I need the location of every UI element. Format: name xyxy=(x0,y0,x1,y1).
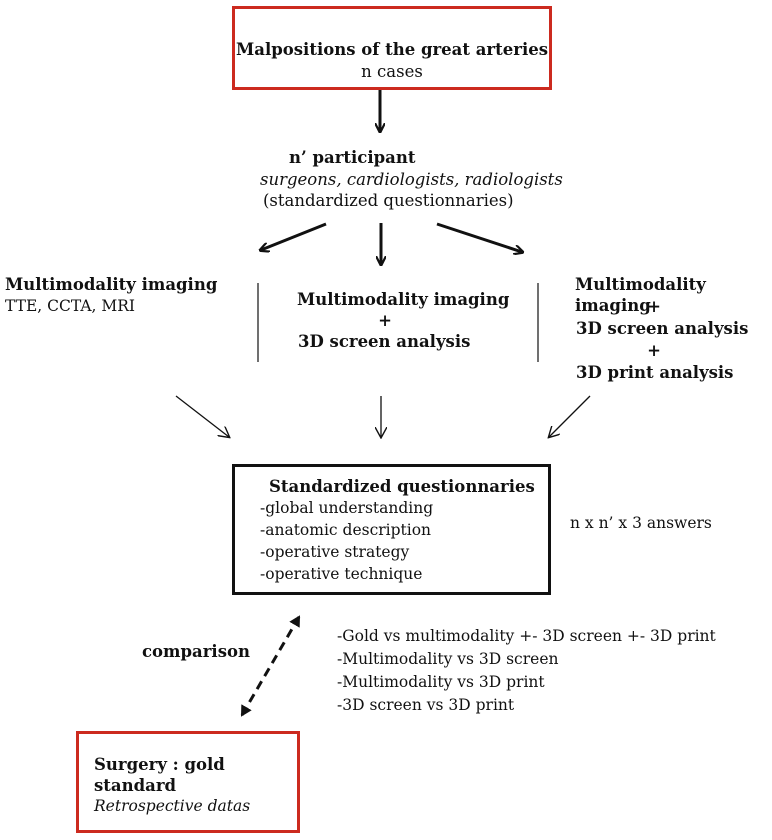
branch-right-plus1: + xyxy=(647,297,661,316)
questionnaire-item: -global understanding xyxy=(260,499,434,517)
branch-middle-line1: Multimodality imaging xyxy=(297,290,510,309)
comparison-item: -Gold vs multimodality +- 3D screen +- 3… xyxy=(337,627,716,645)
branch-middle-plus: + xyxy=(378,311,392,330)
questionnaire-box: Standardized questionnaries -global unde… xyxy=(232,464,551,595)
questionnaire-item: -operative strategy xyxy=(260,543,410,561)
branch-left-title: Multimodality imaging xyxy=(5,275,218,294)
branch-right-line1: Multimodality imaging xyxy=(575,275,706,315)
participants-roles: surgeons, cardiologists, radiologists xyxy=(260,170,563,189)
comparison-item: -3D screen vs 3D print xyxy=(337,696,515,714)
questionnaire-title: Standardized questionnaries xyxy=(269,477,535,496)
bottom-box-subtitle: Retrospective datas xyxy=(94,797,251,815)
arrow-participants-to-right xyxy=(436,222,522,252)
comparison-item: -Multimodality vs 3D screen xyxy=(337,650,559,668)
arrow-right-to-questionnaire xyxy=(549,395,591,437)
top-box-title: Malpositions of the great arteries xyxy=(236,40,548,59)
top-box-subtitle: n cases xyxy=(361,62,423,81)
comparison-item: -Multimodality vs 3D print xyxy=(337,673,545,691)
branch-right-line2: 3D screen analysis xyxy=(576,319,749,338)
comparison-double-arrow xyxy=(240,615,301,717)
participants-title: n’ participant xyxy=(289,148,416,167)
bottom-box: Surgery : gold standard Retrospective da… xyxy=(76,731,300,833)
comparison-label: comparison xyxy=(142,642,250,661)
answers-label: n x n’ x 3 answers xyxy=(570,514,712,532)
branch-right-plus2: + xyxy=(647,341,661,360)
top-box: Malpositions of the great arteries n cas… xyxy=(232,6,552,90)
branch-middle-line2: 3D screen analysis xyxy=(298,332,471,351)
branch-left-detail: TTE, CCTA, MRI xyxy=(5,297,136,315)
questionnaire-item: -anatomic description xyxy=(260,521,432,539)
arrow-participants-to-left xyxy=(261,222,327,250)
questionnaire-item: -operative technique xyxy=(260,565,423,583)
bottom-box-title: Surgery : gold standard xyxy=(94,755,225,795)
participants-note: (standardized questionnaries) xyxy=(263,191,514,210)
arrow-left-to-questionnaire xyxy=(175,395,229,437)
branch-right-line3: 3D print analysis xyxy=(576,363,734,382)
